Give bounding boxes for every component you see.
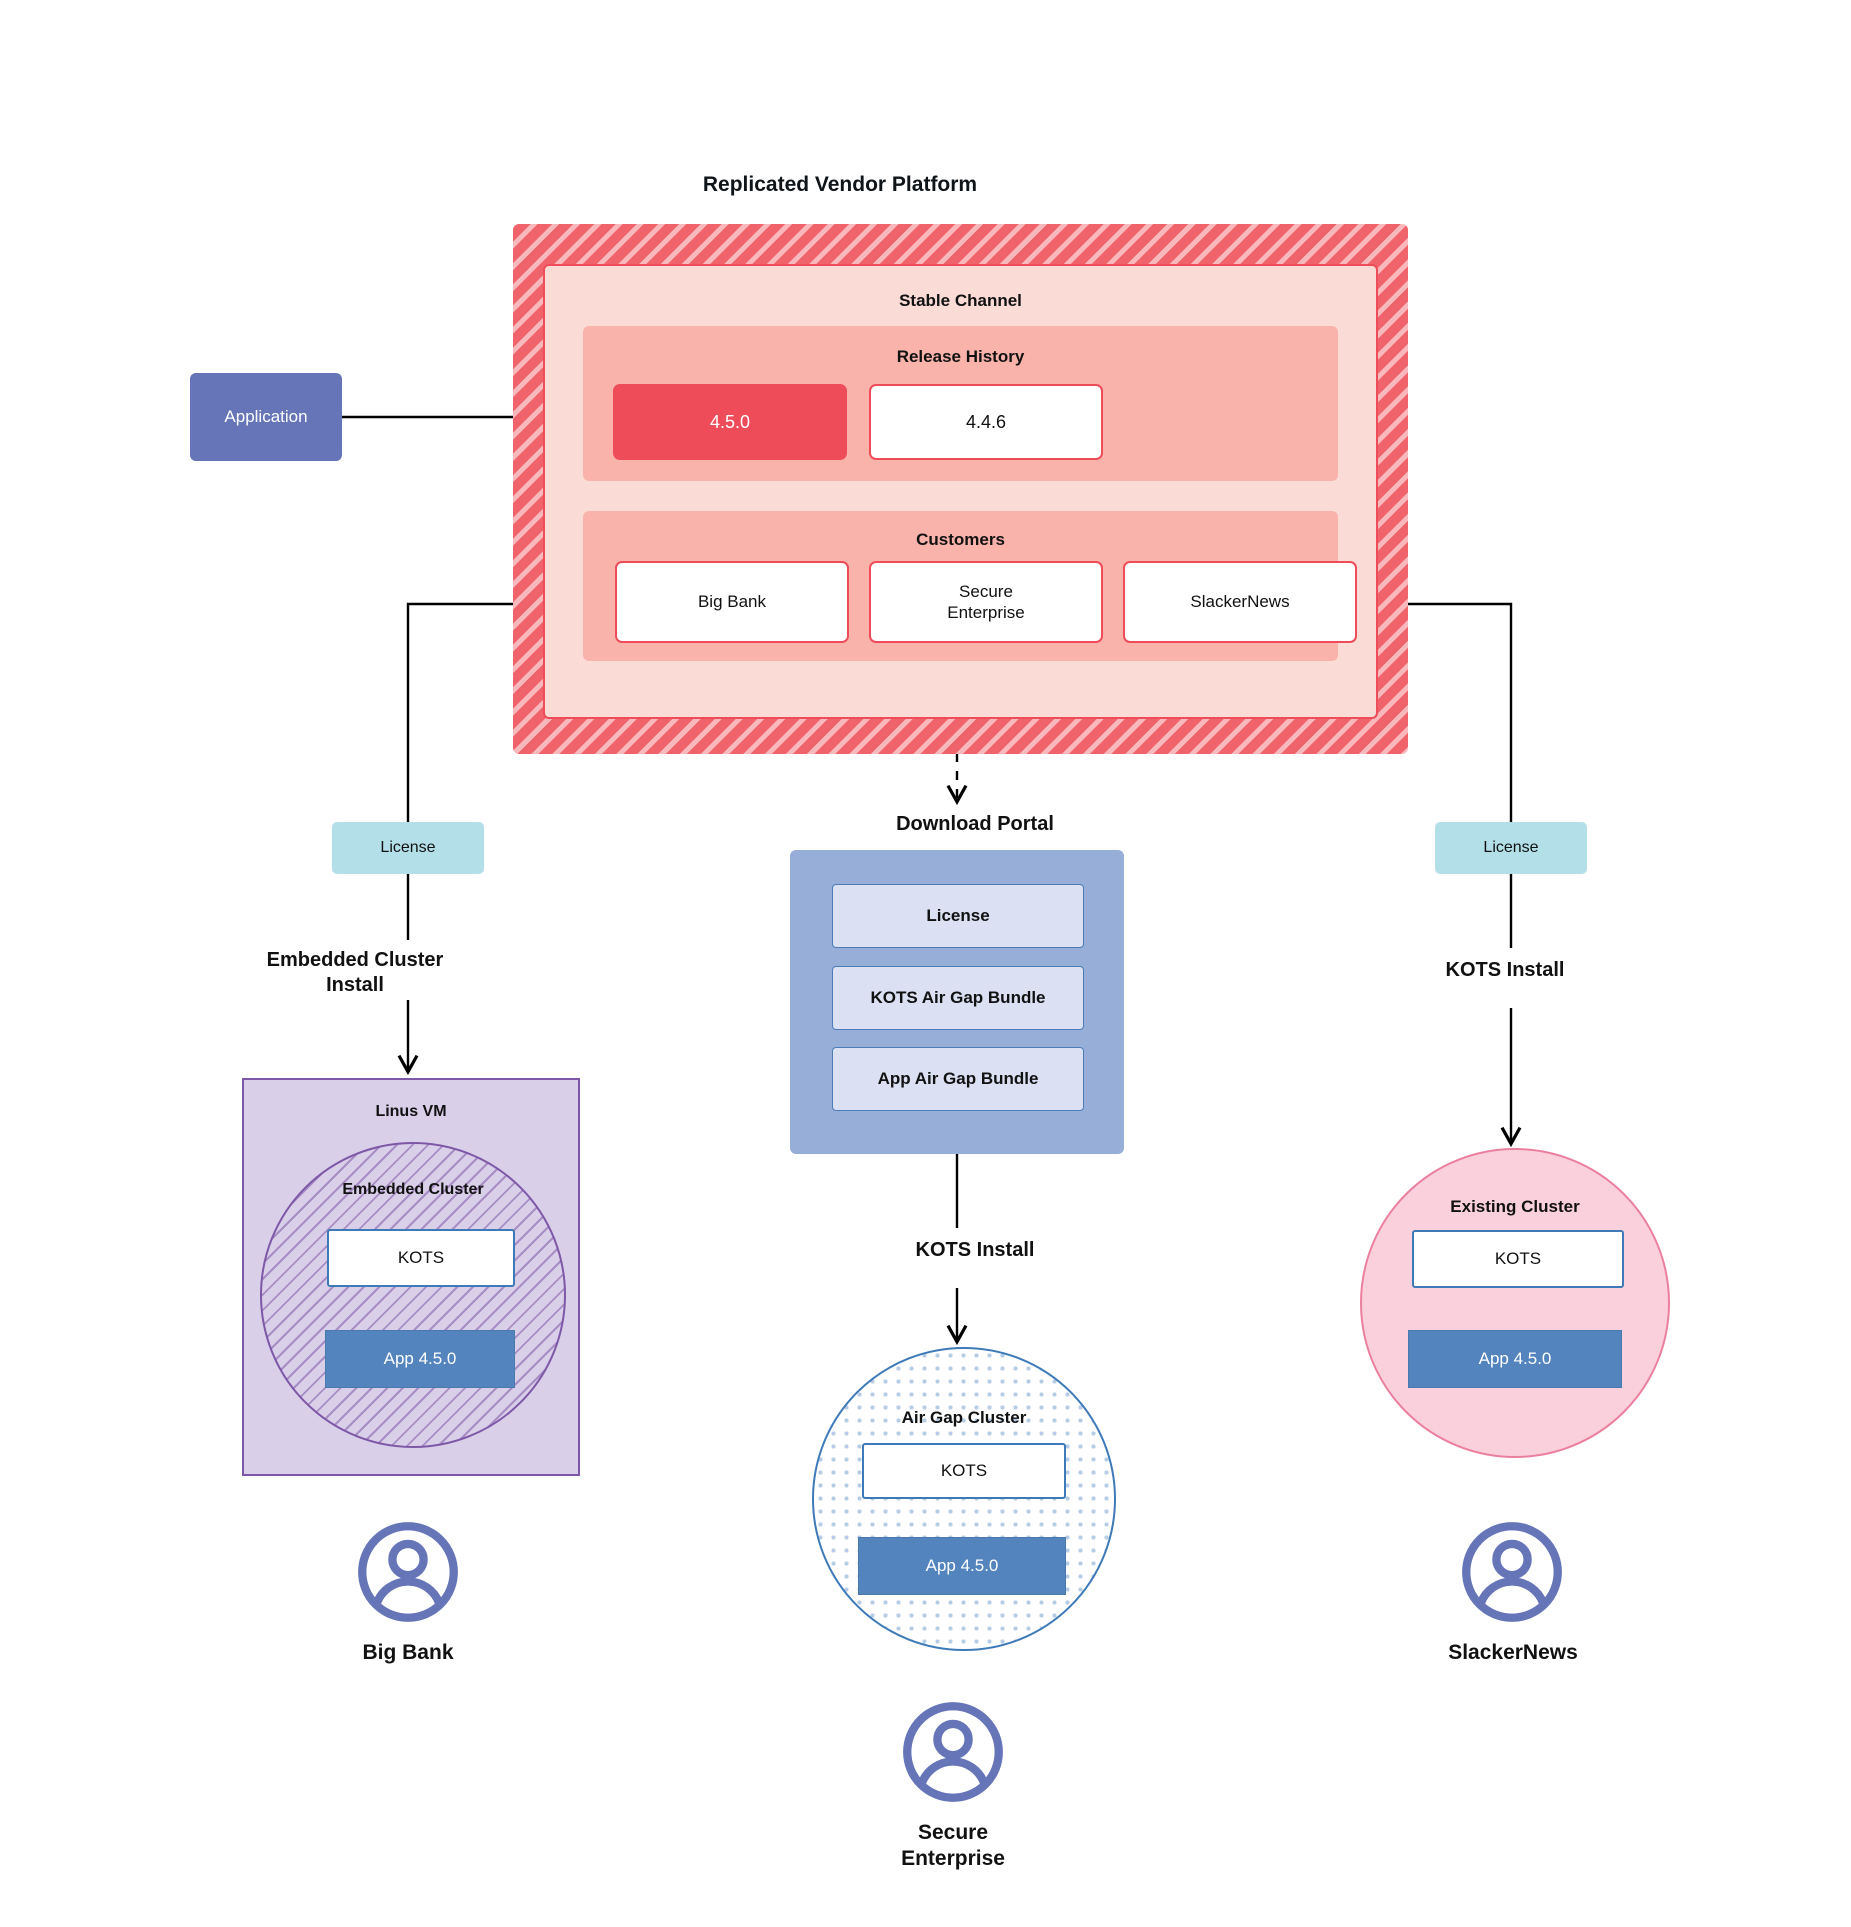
kots-chip-airgap[interactable]: KOTS <box>862 1443 1066 1499</box>
customer-list: Big Bank Secure Enterprise SlackerNews <box>615 561 1357 643</box>
user-avatar-icon <box>903 1702 1003 1802</box>
kots-install-center-label: KOTS Install <box>915 1239 1035 1261</box>
customers-title: Customers <box>916 530 1005 549</box>
user-avatar-icon <box>1462 1522 1562 1622</box>
download-portal-container: License KOTS Air Gap Bundle App Air Gap … <box>790 850 1124 1154</box>
embedded-cluster-install-label: Embedded Cluster Install <box>266 949 444 996</box>
end-user-caption-big-bank: Big Bank <box>362 1641 454 1664</box>
stable-channel-title: Stable Channel <box>899 291 1022 310</box>
license-chip-right[interactable]: License <box>1435 822 1587 874</box>
release-list: 4.5.0 4.4.6 <box>613 384 1103 460</box>
release-chip-past[interactable]: 4.4.6 <box>869 384 1103 460</box>
user-avatar-icon <box>358 1522 458 1622</box>
application-box[interactable]: Application <box>190 373 342 461</box>
app-chip-existing[interactable]: App 4.5.0 <box>1408 1330 1622 1388</box>
download-portal-title: Download Portal <box>896 813 1054 835</box>
air-gap-cluster-circle: Air Gap Cluster <box>812 1347 1116 1651</box>
end-user-caption-slackernews: SlackerNews <box>1448 1641 1578 1664</box>
customer-chip-slackernews[interactable]: SlackerNews <box>1123 561 1357 643</box>
linux-vm-container: Linus VM Embedded Cluster <box>242 1078 580 1476</box>
portal-item-kots-air-gap-bundle[interactable]: KOTS Air Gap Bundle <box>832 966 1084 1030</box>
existing-cluster-title: Existing Cluster <box>1450 1197 1580 1216</box>
app-chip-airgap[interactable]: App 4.5.0 <box>858 1537 1066 1595</box>
customers-container: Customers Big Bank Secure Enterprise Sla… <box>583 511 1357 661</box>
linux-vm-title: Linus VM <box>375 1103 447 1120</box>
stable-channel-container: Stable Channel Release History 4.5.0 4.4… <box>543 264 1378 719</box>
embedded-cluster-title: Embedded Cluster <box>342 1181 484 1198</box>
release-chip-current[interactable]: 4.5.0 <box>613 384 847 460</box>
portal-item-license[interactable]: License <box>832 884 1084 948</box>
air-gap-cluster-title: Air Gap Cluster <box>901 1408 1027 1427</box>
embedded-cluster-circle: Embedded Cluster <box>260 1142 566 1448</box>
portal-item-app-air-gap-bundle[interactable]: App Air Gap Bundle <box>832 1047 1084 1111</box>
vendor-platform-container: Stable Channel Release History 4.5.0 4.4… <box>513 224 1408 754</box>
existing-cluster-circle: Existing Cluster <box>1360 1148 1670 1458</box>
license-chip-left[interactable]: License <box>332 822 484 874</box>
release-history-container: Release History 4.5.0 4.4.6 <box>583 326 1338 481</box>
release-history-title: Release History <box>896 347 1025 366</box>
end-user-caption-secure-enterprise: Secure Enterprise <box>901 1821 1005 1871</box>
kots-install-right-label: KOTS Install <box>1445 959 1565 981</box>
kots-chip-existing[interactable]: KOTS <box>1412 1230 1624 1288</box>
customer-chip-big-bank[interactable]: Big Bank <box>615 561 849 643</box>
page-title: Replicated Vendor Platform <box>702 173 978 196</box>
customer-chip-secure-enterprise[interactable]: Secure Enterprise <box>869 561 1103 643</box>
kots-chip-embedded[interactable]: KOTS <box>327 1229 515 1287</box>
app-chip-embedded[interactable]: App 4.5.0 <box>325 1330 515 1388</box>
